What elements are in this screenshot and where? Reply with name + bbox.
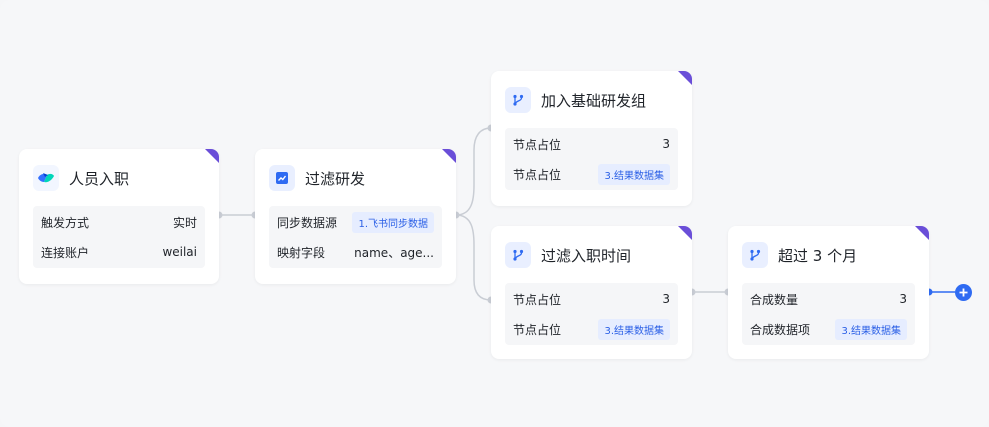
node-fields: 同步数据源 1.飞书同步数据 映射字段 name、age... [269, 206, 442, 268]
branch-icon [742, 242, 768, 268]
node-title: 过滤入职时间 [541, 246, 632, 265]
field-row: 合成数据项 3.结果数据集 [742, 315, 915, 343]
field-label: 合成数量 [750, 292, 799, 307]
chart-icon [269, 165, 295, 191]
field-row: 触发方式 实时 [33, 208, 205, 236]
node-onboard[interactable]: 人员入职 触发方式 实时 连接账户 weilai [19, 149, 219, 284]
field-label: 触发方式 [41, 215, 90, 230]
field-tag[interactable]: 1.飞书同步数据 [352, 211, 434, 233]
field-value: 3 [662, 292, 670, 306]
node-title: 过滤研发 [305, 169, 366, 188]
field-tag[interactable]: 3.结果数据集 [835, 318, 907, 340]
field-row: 节点占位 3 [505, 130, 678, 158]
node-corner-marker [678, 71, 692, 85]
field-value: 3 [899, 292, 907, 306]
field-row: 节点占位 3.结果数据集 [505, 160, 678, 188]
lark-logo-icon [33, 165, 59, 191]
field-row: 连接账户 weilai [33, 238, 205, 266]
field-row: 节点占位 3 [505, 285, 678, 313]
branch-icon [505, 87, 531, 113]
node-filter-time[interactable]: 过滤入职时间 节点占位 3 节点占位 3.结果数据集 [491, 226, 692, 359]
node-corner-marker [205, 149, 219, 163]
add-node-button[interactable] [955, 284, 972, 301]
field-label: 映射字段 [277, 245, 326, 260]
field-value: weilai [162, 245, 197, 259]
field-label: 节点占位 [513, 322, 562, 337]
connector-filter-join [455, 127, 492, 216]
field-label: 节点占位 [513, 137, 562, 152]
field-label: 同步数据源 [277, 215, 338, 230]
connector-filter-time [455, 214, 492, 301]
node-over-3-months[interactable]: 超过 3 个月 合成数量 3 合成数据项 3.结果数据集 [728, 226, 929, 359]
field-value: name、age... [354, 245, 434, 260]
node-filter-rd[interactable]: 过滤研发 同步数据源 1.飞书同步数据 映射字段 name、age... [255, 149, 456, 284]
field-row: 节点占位 3.结果数据集 [505, 315, 678, 343]
field-label: 合成数据项 [750, 322, 811, 337]
node-fields: 触发方式 实时 连接账户 weilai [33, 206, 205, 268]
node-title: 超过 3 个月 [778, 246, 858, 265]
node-fields: 合成数量 3 合成数据项 3.结果数据集 [742, 283, 915, 345]
field-tag[interactable]: 3.结果数据集 [598, 163, 670, 185]
field-label: 节点占位 [513, 167, 562, 182]
node-title: 加入基础研发组 [541, 91, 647, 110]
node-join-group[interactable]: 加入基础研发组 节点占位 3 节点占位 3.结果数据集 [491, 71, 692, 206]
field-tag[interactable]: 3.结果数据集 [598, 318, 670, 340]
field-value: 实时 [172, 215, 197, 230]
field-value: 3 [662, 137, 670, 151]
node-corner-marker [678, 226, 692, 240]
field-row: 映射字段 name、age... [269, 238, 442, 266]
node-fields: 节点占位 3 节点占位 3.结果数据集 [505, 283, 678, 345]
field-row: 合成数量 3 [742, 285, 915, 313]
field-row: 同步数据源 1.飞书同步数据 [269, 208, 442, 236]
plus-icon [959, 288, 968, 297]
field-label: 节点占位 [513, 292, 562, 307]
field-label: 连接账户 [41, 245, 90, 260]
branch-icon [505, 242, 531, 268]
node-title: 人员入职 [69, 169, 130, 188]
node-corner-marker [915, 226, 929, 240]
node-corner-marker [442, 149, 456, 163]
node-fields: 节点占位 3 节点占位 3.结果数据集 [505, 128, 678, 190]
